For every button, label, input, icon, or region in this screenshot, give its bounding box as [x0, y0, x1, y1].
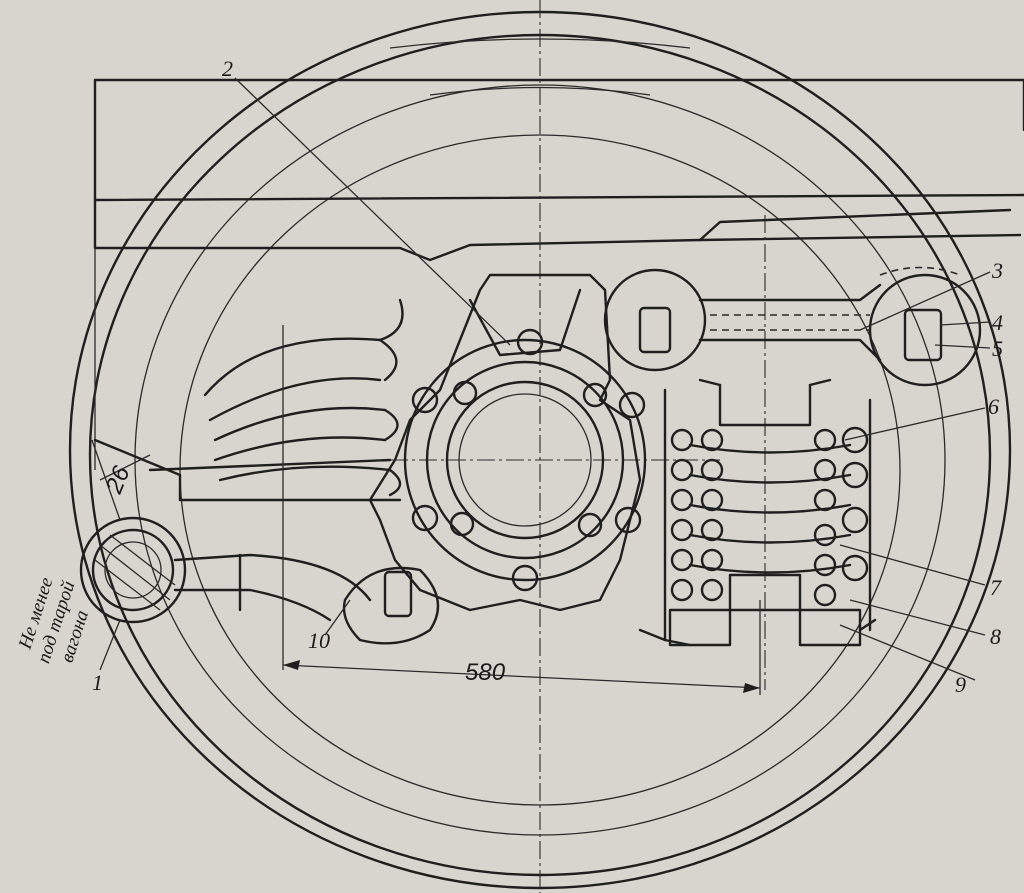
callout-6: 6: [988, 394, 999, 419]
callout-5: 5: [992, 336, 1003, 361]
dimension-580-label: 580: [465, 659, 506, 686]
bolster-link: [698, 266, 961, 362]
callout-8: 8: [990, 624, 1001, 649]
callout-10: 10: [308, 628, 330, 653]
left-pivot-bearing: [79, 516, 187, 624]
bolt-ring: [411, 328, 646, 592]
spring-coil-sections-left: [670, 428, 724, 602]
callout-9: 9: [955, 672, 966, 697]
callout-7: 7: [990, 575, 1002, 600]
right-spring-nest: [638, 378, 877, 647]
callout-1: 1: [92, 670, 103, 695]
callout-2: 2: [222, 56, 233, 81]
dimension-580: [282, 325, 761, 695]
lever-arm: [93, 438, 402, 622]
axle-box: [368, 273, 647, 612]
spring-coil-sections-right: [813, 426, 869, 607]
callout-4: 4: [992, 310, 1003, 335]
dimension-26: [91, 439, 151, 521]
leader-lines: [99, 77, 991, 681]
callout-3: 3: [991, 258, 1003, 283]
side-frame: [93, 78, 1024, 470]
left-spring-coils: [203, 298, 404, 497]
